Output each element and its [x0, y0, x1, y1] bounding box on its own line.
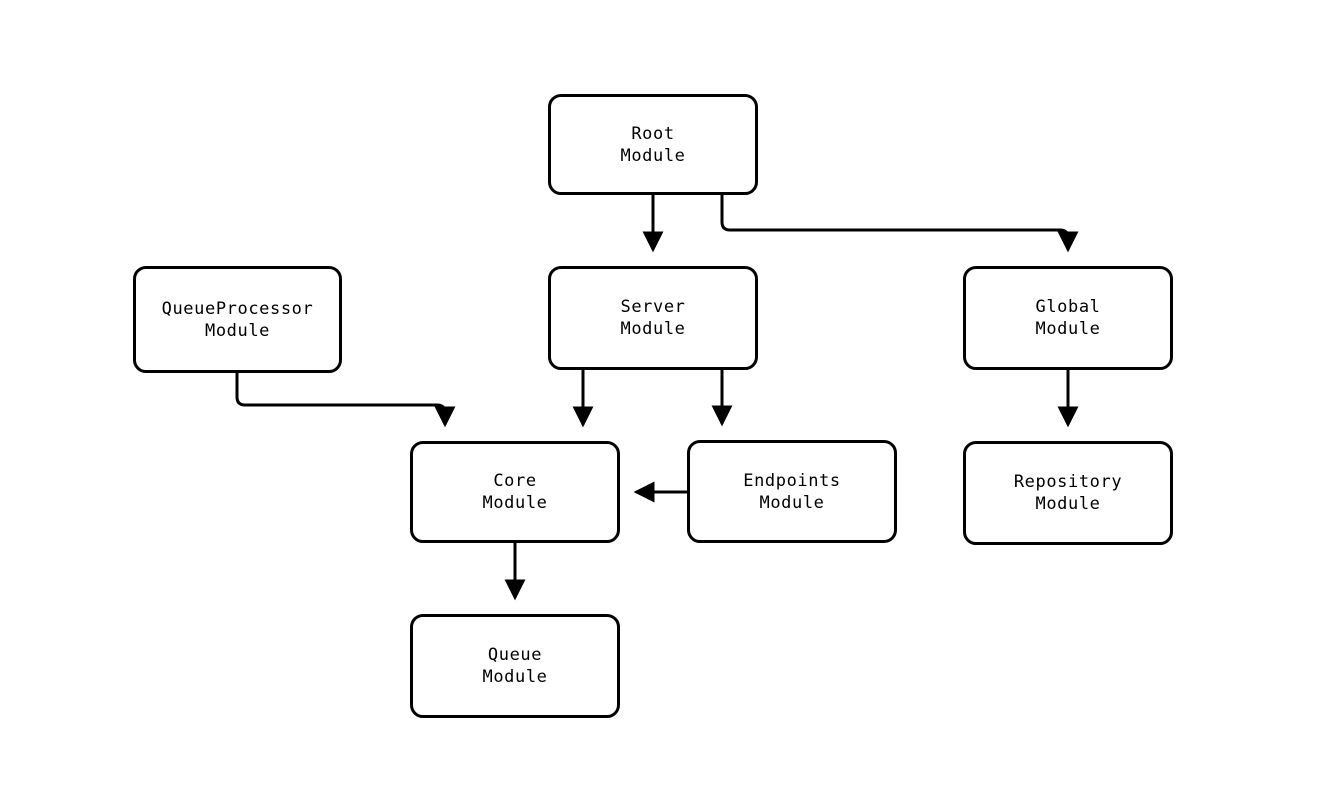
node-server-module[interactable]: Server Module	[548, 266, 758, 370]
node-global-module-name: Global	[1035, 297, 1101, 317]
node-queueprocessor-module-name: QueueProcessor	[161, 298, 314, 319]
node-queueprocessor-module-suffix: Module	[204, 320, 270, 341]
node-core-module-name: Core	[493, 471, 537, 491]
node-server-module-name: Server	[620, 297, 686, 317]
node-endpoints-module[interactable]: Endpoints Module	[687, 440, 897, 543]
node-queueprocessor-module[interactable]: QueueProcessor Module	[133, 266, 342, 373]
node-queue-module[interactable]: Queue Module	[410, 614, 620, 718]
node-endpoints-module-name: Endpoints	[743, 470, 841, 491]
node-endpoints-module-suffix: Module	[759, 492, 825, 513]
edge-root-to-global	[720, 195, 1079, 253]
node-root-module-name: Root	[631, 123, 675, 144]
node-queue-module-suffix: Module	[482, 667, 548, 687]
node-queue-module-name: Queue	[487, 645, 543, 665]
node-global-module[interactable]: Global Module	[963, 266, 1173, 370]
node-repository-module-suffix: Module	[1035, 494, 1101, 514]
node-core-module-suffix: Module	[482, 493, 548, 513]
node-root-module[interactable]: Root Module	[548, 94, 758, 195]
edge-queueprocessor-to-core	[235, 373, 456, 428]
node-repository-module[interactable]: Repository Module	[963, 441, 1173, 545]
node-root-module-suffix: Module	[620, 145, 686, 166]
node-global-module-suffix: Module	[1035, 319, 1101, 339]
node-core-module[interactable]: Core Module	[410, 441, 620, 543]
node-repository-module-name: Repository	[1013, 472, 1123, 492]
node-server-module-suffix: Module	[620, 319, 686, 339]
